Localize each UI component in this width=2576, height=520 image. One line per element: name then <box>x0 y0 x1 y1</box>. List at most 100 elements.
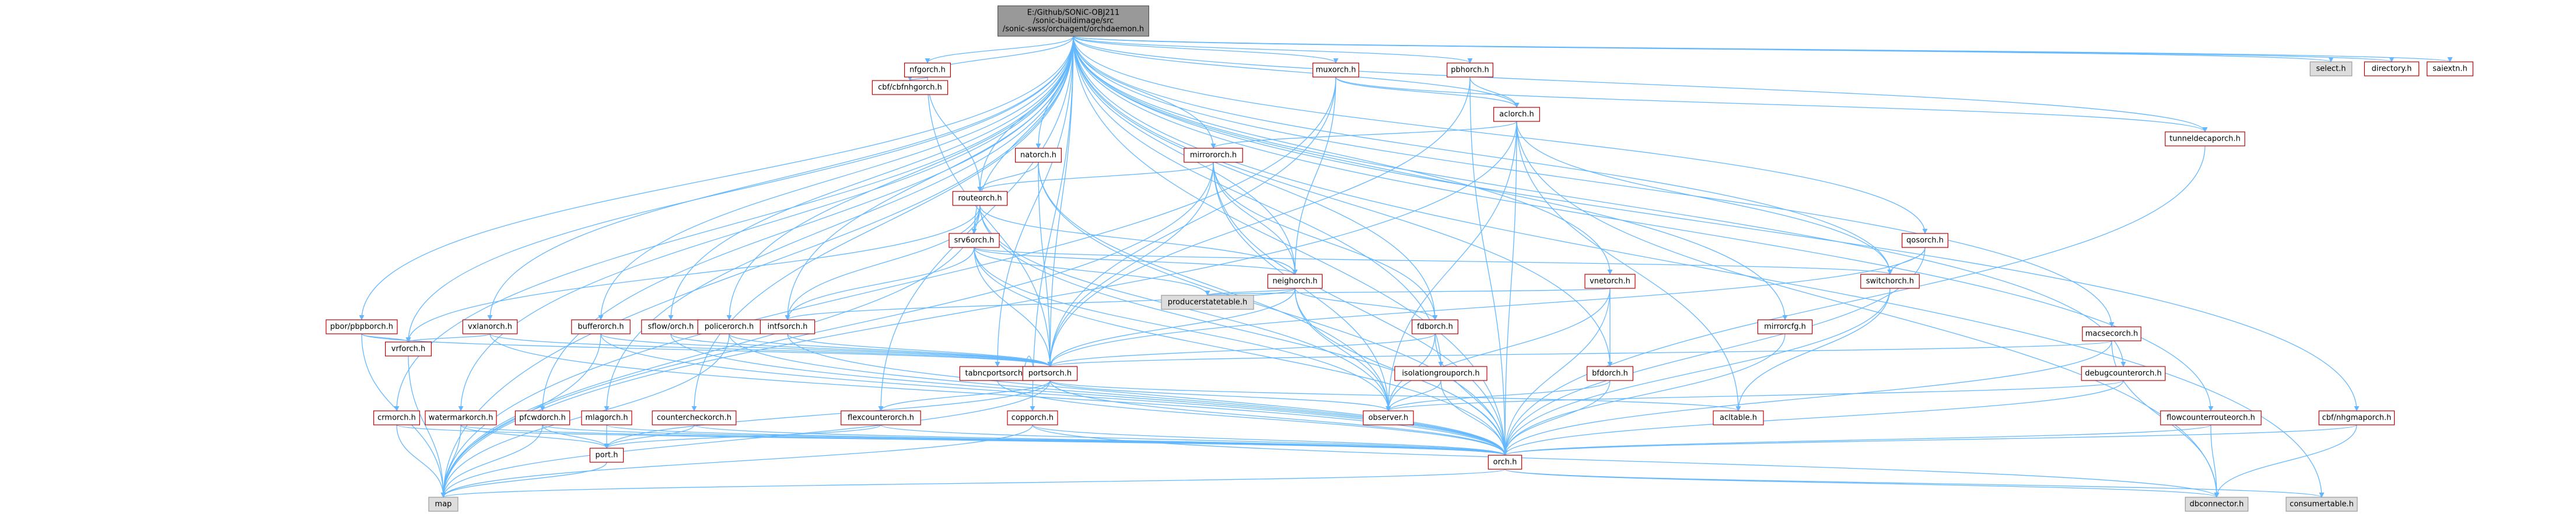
node-intfsorch[interactable]: intfsorch.h <box>760 319 816 334</box>
node-sflow[interactable]: sflow/orch.h <box>641 319 701 334</box>
edge-root-to-switchorch <box>1073 36 1893 275</box>
node-root[interactable]: E:/Github/SONiC-OBJ211/sonic-buildimage/… <box>997 5 1149 37</box>
node-vrforch[interactable]: vrforch.h <box>384 341 432 357</box>
edge-muxorch-to-neighorch <box>1292 76 1336 275</box>
node-box <box>1713 410 1764 425</box>
node-label: dbconnector.h <box>2190 500 2244 509</box>
edge-macsecorch-to-portsorch <box>1048 340 2112 367</box>
node-saiextn[interactable]: saiextn.h <box>2427 61 2474 76</box>
node-observer[interactable]: observer.h <box>1363 410 1414 425</box>
edge-root-to-consumertable <box>1073 36 2325 498</box>
node-consumertable[interactable]: consumertable.h <box>2286 497 2358 512</box>
node-box <box>1757 319 1813 334</box>
node-dbconnector[interactable]: dbconnector.h <box>2185 497 2249 512</box>
edge-fdborch-to-portsorch <box>1047 333 1436 367</box>
node-label: srv6orch.h <box>954 236 995 245</box>
node-cbf[interactable]: cbf/cbfnhgorch.h <box>872 80 949 95</box>
edge-root-to-debugcounter <box>1073 36 2126 367</box>
node-map[interactable]: map <box>428 497 459 512</box>
edge-watermark-to-map <box>440 424 461 498</box>
edge-nfgorch-to-cbf <box>907 75 928 81</box>
edge-root-to-portsorch <box>1047 36 1074 367</box>
node-label: /sonic-buildimage/src <box>1033 17 1114 26</box>
edge-cbfnhg-to-dbconnector <box>2214 424 2357 498</box>
edge-orch-to-map <box>441 469 1506 498</box>
node-cbfnhg[interactable]: cbf/nhgmaporch.h <box>2318 410 2395 425</box>
node-producer[interactable]: producerstatetable.h <box>1161 295 1254 310</box>
node-box <box>1902 233 1949 248</box>
edge-routeorch-to-map <box>440 205 981 498</box>
edge-portsorch-to-map <box>440 380 1051 498</box>
node-directory[interactable]: directory.h <box>2364 61 2420 76</box>
node-flexcounter[interactable]: flexcounterorch.h <box>841 410 921 425</box>
node-label: switchorch.h <box>1866 277 1914 286</box>
node-label: debugcounterorch.h <box>2085 369 2162 378</box>
edge-layer <box>359 36 2452 498</box>
node-nfgorch[interactable]: nfgorch.h <box>904 62 951 78</box>
edge-cbfnhg-to-orch <box>1502 424 2357 456</box>
node-pbhorch[interactable]: pbhorch.h <box>1447 62 1494 78</box>
edge-mirrororch-to-orch <box>1213 162 1508 456</box>
node-portt[interactable]: port.h <box>589 448 624 463</box>
node-label: pbor/pbpborch.h <box>330 323 393 331</box>
edge-debugcounter-to-orch <box>1502 380 2124 456</box>
node-acltable[interactable]: acltable.h <box>1713 410 1764 425</box>
edge-debugcounter-to-observer <box>1385 380 2124 411</box>
node-label: portsorch.h <box>1028 369 1072 378</box>
node-box <box>872 80 949 95</box>
node-box <box>428 497 459 512</box>
edge-aclorch-to-map <box>440 121 1517 498</box>
node-bfdorch[interactable]: bfdorch.h <box>1587 366 1634 381</box>
node-pbor[interactable]: pbor/pbpborch.h <box>326 319 398 334</box>
node-label: isolationgrouporch.h <box>1402 369 1479 378</box>
node-muxorch[interactable]: muxorch.h <box>1312 62 1360 78</box>
node-watermark[interactable]: watermarkorch.h <box>425 410 497 425</box>
node-orch[interactable]: orch.h <box>1488 455 1522 470</box>
edge-root-to-mlagorch <box>604 36 1074 411</box>
node-vnetorch[interactable]: vnetorch.h <box>1584 274 1636 289</box>
node-box <box>2364 61 2420 76</box>
node-mlagorch[interactable]: mlagorch.h <box>581 410 632 425</box>
node-srv6orch[interactable]: srv6orch.h <box>949 233 1000 248</box>
node-label: tabncportsorch.h <box>965 369 1030 378</box>
node-fdborch[interactable]: fdborch.h <box>1412 319 1459 334</box>
edge-vnetorch-to-producer <box>1205 288 1611 296</box>
node-natorch[interactable]: natorch.h <box>1014 148 1062 163</box>
edge-root-to-pbor <box>359 36 1074 320</box>
node-label: directory.h <box>2372 65 2412 74</box>
node-box <box>462 319 518 334</box>
node-switchorch[interactable]: switchorch.h <box>1860 274 1920 289</box>
node-routeorch[interactable]: routeorch.h <box>952 191 1008 206</box>
node-flowcounter[interactable]: flowcounterrouteorch.h <box>2160 410 2262 425</box>
node-label: vrforch.h <box>391 345 425 354</box>
node-qosorch[interactable]: qosorch.h <box>1902 233 1949 248</box>
node-macsecorch[interactable]: macsecorch.h <box>2082 326 2141 341</box>
node-mirrororch[interactable]: mirrororch.h <box>1184 148 1243 163</box>
edge-portsorch-to-flexcounter <box>878 380 1051 411</box>
node-pfcwd[interactable]: pfcwdorch.h <box>514 410 570 425</box>
node-bufferorch[interactable]: bufferorch.h <box>571 319 631 334</box>
node-policerorch[interactable]: policerorch.h <box>697 319 761 334</box>
node-debugcounter[interactable]: debugcounterorch.h <box>2081 366 2166 381</box>
node-label: cbf/cbfnhgorch.h <box>878 83 942 92</box>
edge-srv6orch-to-neighorch <box>974 247 1298 275</box>
node-box <box>1161 295 1254 310</box>
node-neighorch[interactable]: neighorch.h <box>1267 274 1323 289</box>
edge-neighorch-to-producer <box>1205 288 1296 296</box>
edge-natorch-to-orch <box>1038 162 1508 456</box>
node-portsorch[interactable]: portsorch.h <box>1022 366 1078 381</box>
edge-routeorch-to-orch <box>979 205 1508 456</box>
node-select[interactable]: select.h <box>2309 61 2353 76</box>
node-mirrorcfg[interactable]: mirrorcfg.h <box>1757 319 1813 334</box>
node-crmorch[interactable]: crmorch.h <box>373 410 420 425</box>
node-aclorch[interactable]: aclorch.h <box>1493 107 1541 122</box>
node-isolation[interactable]: isolationgrouporch.h <box>1394 366 1488 381</box>
edge-muxorch-to-aclorch <box>1335 76 1520 108</box>
node-copporch[interactable]: copporch.h <box>1007 410 1058 425</box>
node-countercheck[interactable]: countercheckorch.h <box>652 410 737 425</box>
node-label: /sonic-swss/orchagent/orchdaemon.h <box>1003 25 1144 34</box>
node-label: watermarkorch.h <box>429 414 494 423</box>
node-tunneldecap[interactable]: tunneldecaporch.h <box>2165 131 2245 146</box>
node-vxlanorch[interactable]: vxlanorch.h <box>462 319 518 334</box>
